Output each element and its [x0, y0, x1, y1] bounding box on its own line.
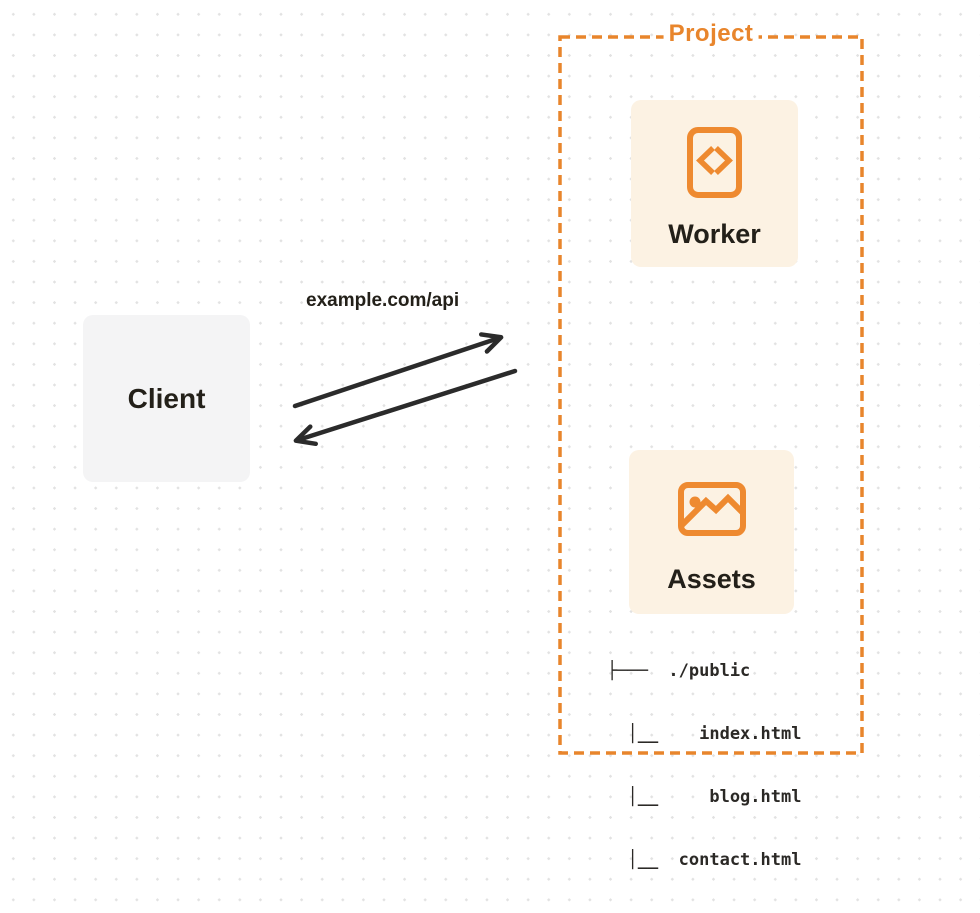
request-arrow	[292, 332, 504, 409]
request-url-label: example.com/api	[306, 290, 460, 311]
file-tree: ├─── ./public │__ index.html │__ blog.ht…	[607, 619, 801, 913]
file-tree-line: ├─── ./public	[607, 661, 751, 681]
worker-label: Worker	[668, 219, 761, 249]
image-icon	[677, 482, 746, 536]
assets-label: Assets	[667, 564, 756, 594]
client-label: Client	[127, 382, 206, 414]
project-label: Project	[663, 20, 759, 48]
assets-node: Assets	[629, 450, 794, 614]
client-node: Client	[83, 315, 250, 482]
response-arrow	[293, 368, 518, 447]
file-tree-line: │__ index.html	[607, 724, 802, 744]
architecture-diagram: Project Client example.com/api Worker As…	[83, 20, 864, 870]
worker-node: Worker	[631, 100, 798, 267]
code-file-icon	[687, 127, 742, 198]
file-tree-line: │__ blog.html	[607, 787, 802, 807]
file-tree-line: │__ contact.html	[607, 850, 802, 870]
